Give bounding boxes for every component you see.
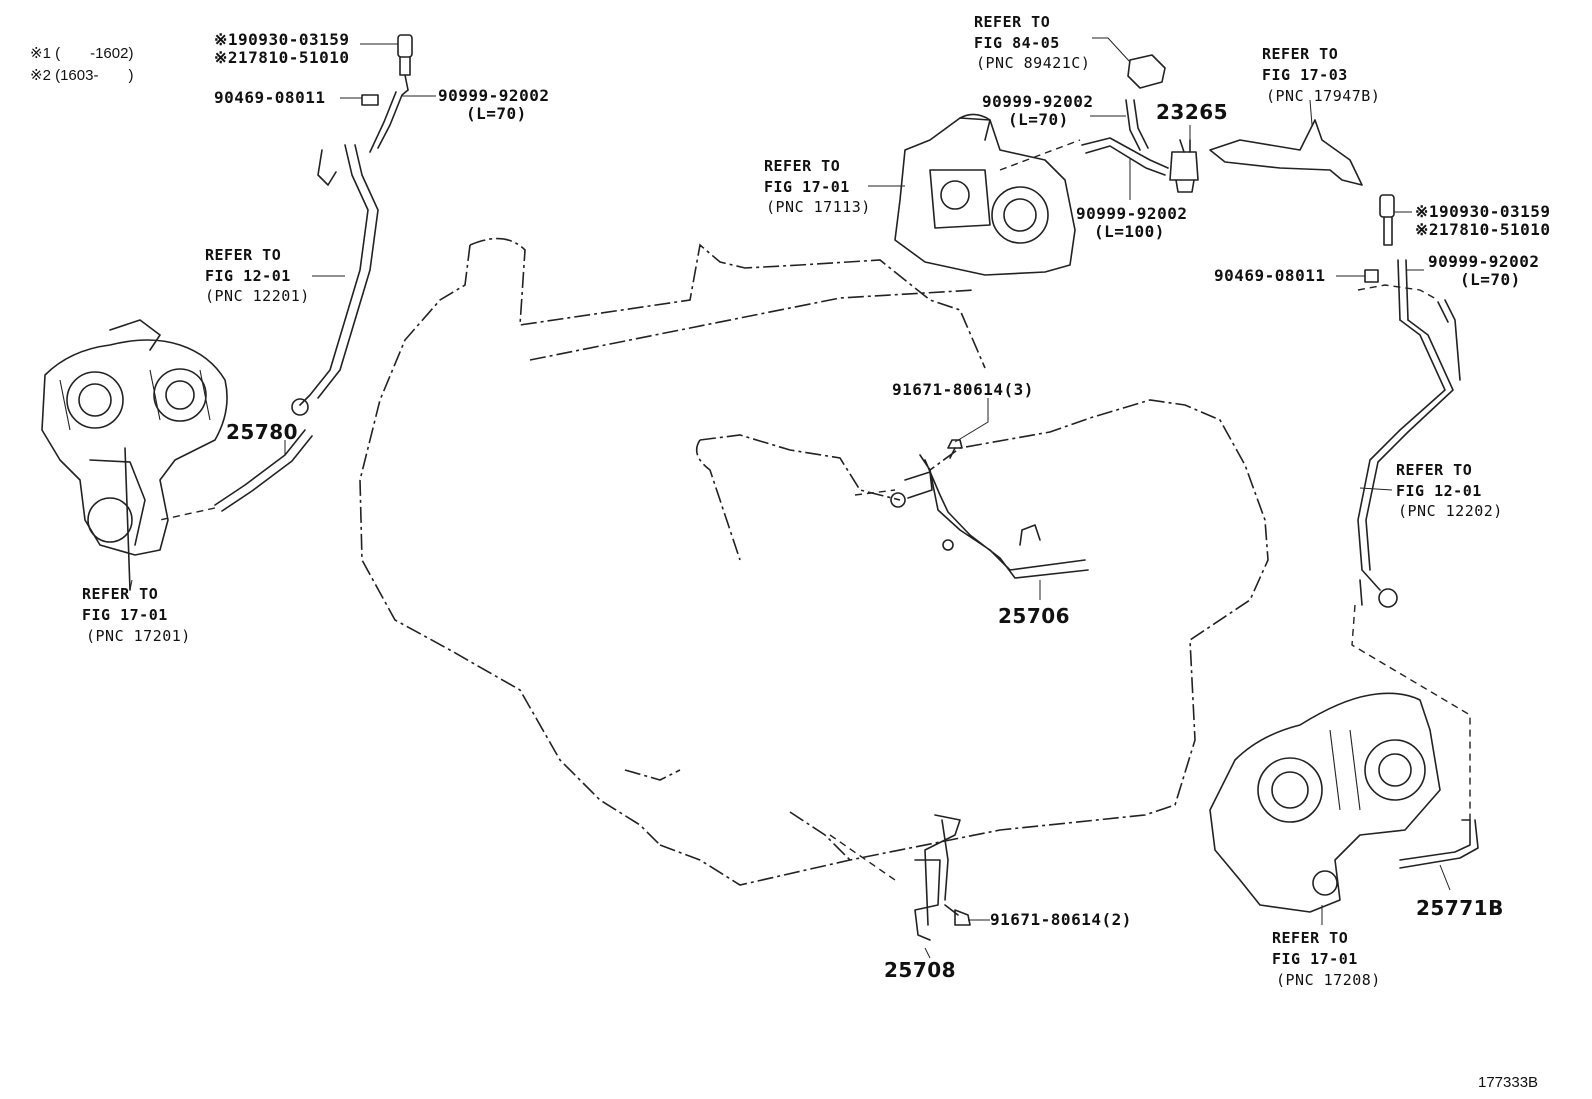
connector-89421c [1127,54,1166,89]
ref-fig84-05-line1: REFER TO [974,13,1051,31]
short-hoses [1081,99,1169,176]
left-turbocharger [41,319,228,591]
tr-hose-part[interactable]: 90999-92002 [1428,252,1540,271]
ref-fig12-01-right-line2[interactable]: FIG 12-01 [1396,482,1482,500]
tl-clamp-part[interactable]: 90469-08011 [214,88,326,107]
tr-clamp-part[interactable]: 90469-08011 [1214,266,1326,285]
tl-hose-length: (L=70) [466,104,527,123]
tr-sensor-part-1[interactable]: ※190930-03159 [1415,202,1551,221]
right-turbocharger [1209,692,1441,913]
ref-fig12-01-left-line2[interactable]: FIG 12-01 [205,267,291,285]
bolt-lower-part[interactable]: 91671-80614(2) [990,910,1132,929]
ref-fig17-01-left-line1: REFER TO [82,585,159,603]
tr-hose-length: (L=70) [1460,270,1521,289]
ref-fig12-01-left-line3: (PNC 12201) [205,287,310,305]
ref-fig12-01-right-line1: REFER TO [1396,461,1473,479]
ref-fig12-01-left-line1: REFER TO [205,246,282,264]
bracket-25708-label[interactable]: 25708 [884,958,957,982]
tc-hose-b-length: (L=100) [1094,222,1165,241]
tl-sensor-part-2[interactable]: ※217810-51010 [214,48,350,67]
ref-fig84-05-line2[interactable]: FIG 84-05 [974,34,1060,52]
left-oil-pipe [291,34,413,416]
tc-hose-a-length: (L=70) [1008,110,1069,129]
hose-25780-shape [159,429,313,521]
pipe-25706-label[interactable]: 25706 [998,604,1071,628]
valve-23265-label[interactable]: 23265 [1156,100,1229,124]
tc-hose-a-part[interactable]: 90999-92002 [982,92,1094,111]
ref-fig84-05-line3: (PNC 89421C) [976,54,1091,72]
tr-sensor-part-2[interactable]: ※217810-51010 [1415,220,1551,239]
ref-fig17-01-mid-line1: REFER TO [764,157,841,175]
diagram-id: 177333B [1478,1074,1539,1091]
hose-25780-label[interactable]: 25780 [226,420,299,444]
note-2: ※2 (1603- ) [30,67,134,84]
bolt-upper-part[interactable]: 91671-80614(3) [892,380,1034,399]
throttle-body [894,113,1081,276]
note-1: ※1 ( -1602) [30,45,134,62]
tl-sensor-part-1[interactable]: ※190930-03159 [214,30,350,49]
leader-lines [129,37,1451,959]
engine-outline [359,237,1269,886]
ref-fig17-01-right-line3: (PNC 17208) [1276,971,1381,989]
ref-fig12-01-right-line3: (PNC 12202) [1398,502,1503,520]
hose-25771b-label[interactable]: 25771B [1416,896,1504,920]
vsv-valve [1169,139,1199,193]
ref-fig17-03-line2[interactable]: FIG 17-03 [1262,66,1348,84]
ref-fig17-01-mid-line2[interactable]: FIG 17-01 [764,178,850,196]
ref-fig17-01-right-line2[interactable]: FIG 17-01 [1272,950,1358,968]
ref-fig17-01-right-line1: REFER TO [1272,929,1349,947]
hose-25771b-shape [1399,819,1479,869]
pipe-25706-shape [854,439,1089,579]
tl-hose-part[interactable]: 90999-92002 [438,86,550,105]
tc-hose-b-part[interactable]: 90999-92002 [1076,204,1188,223]
ref-fig17-03-line1: REFER TO [1262,45,1339,63]
ref-fig17-01-mid-line3: (PNC 17113) [766,198,871,216]
bracket-17947b [1209,119,1363,186]
oil-pipe-dashed-link [1351,604,1471,820]
ref-fig17-01-left-line3: (PNC 17201) [86,627,191,645]
ref-fig17-03-line3: (PNC 17947B) [1266,87,1381,105]
bracket-25708-shape [829,814,971,941]
ref-fig17-01-left-line2[interactable]: FIG 17-01 [82,606,168,624]
